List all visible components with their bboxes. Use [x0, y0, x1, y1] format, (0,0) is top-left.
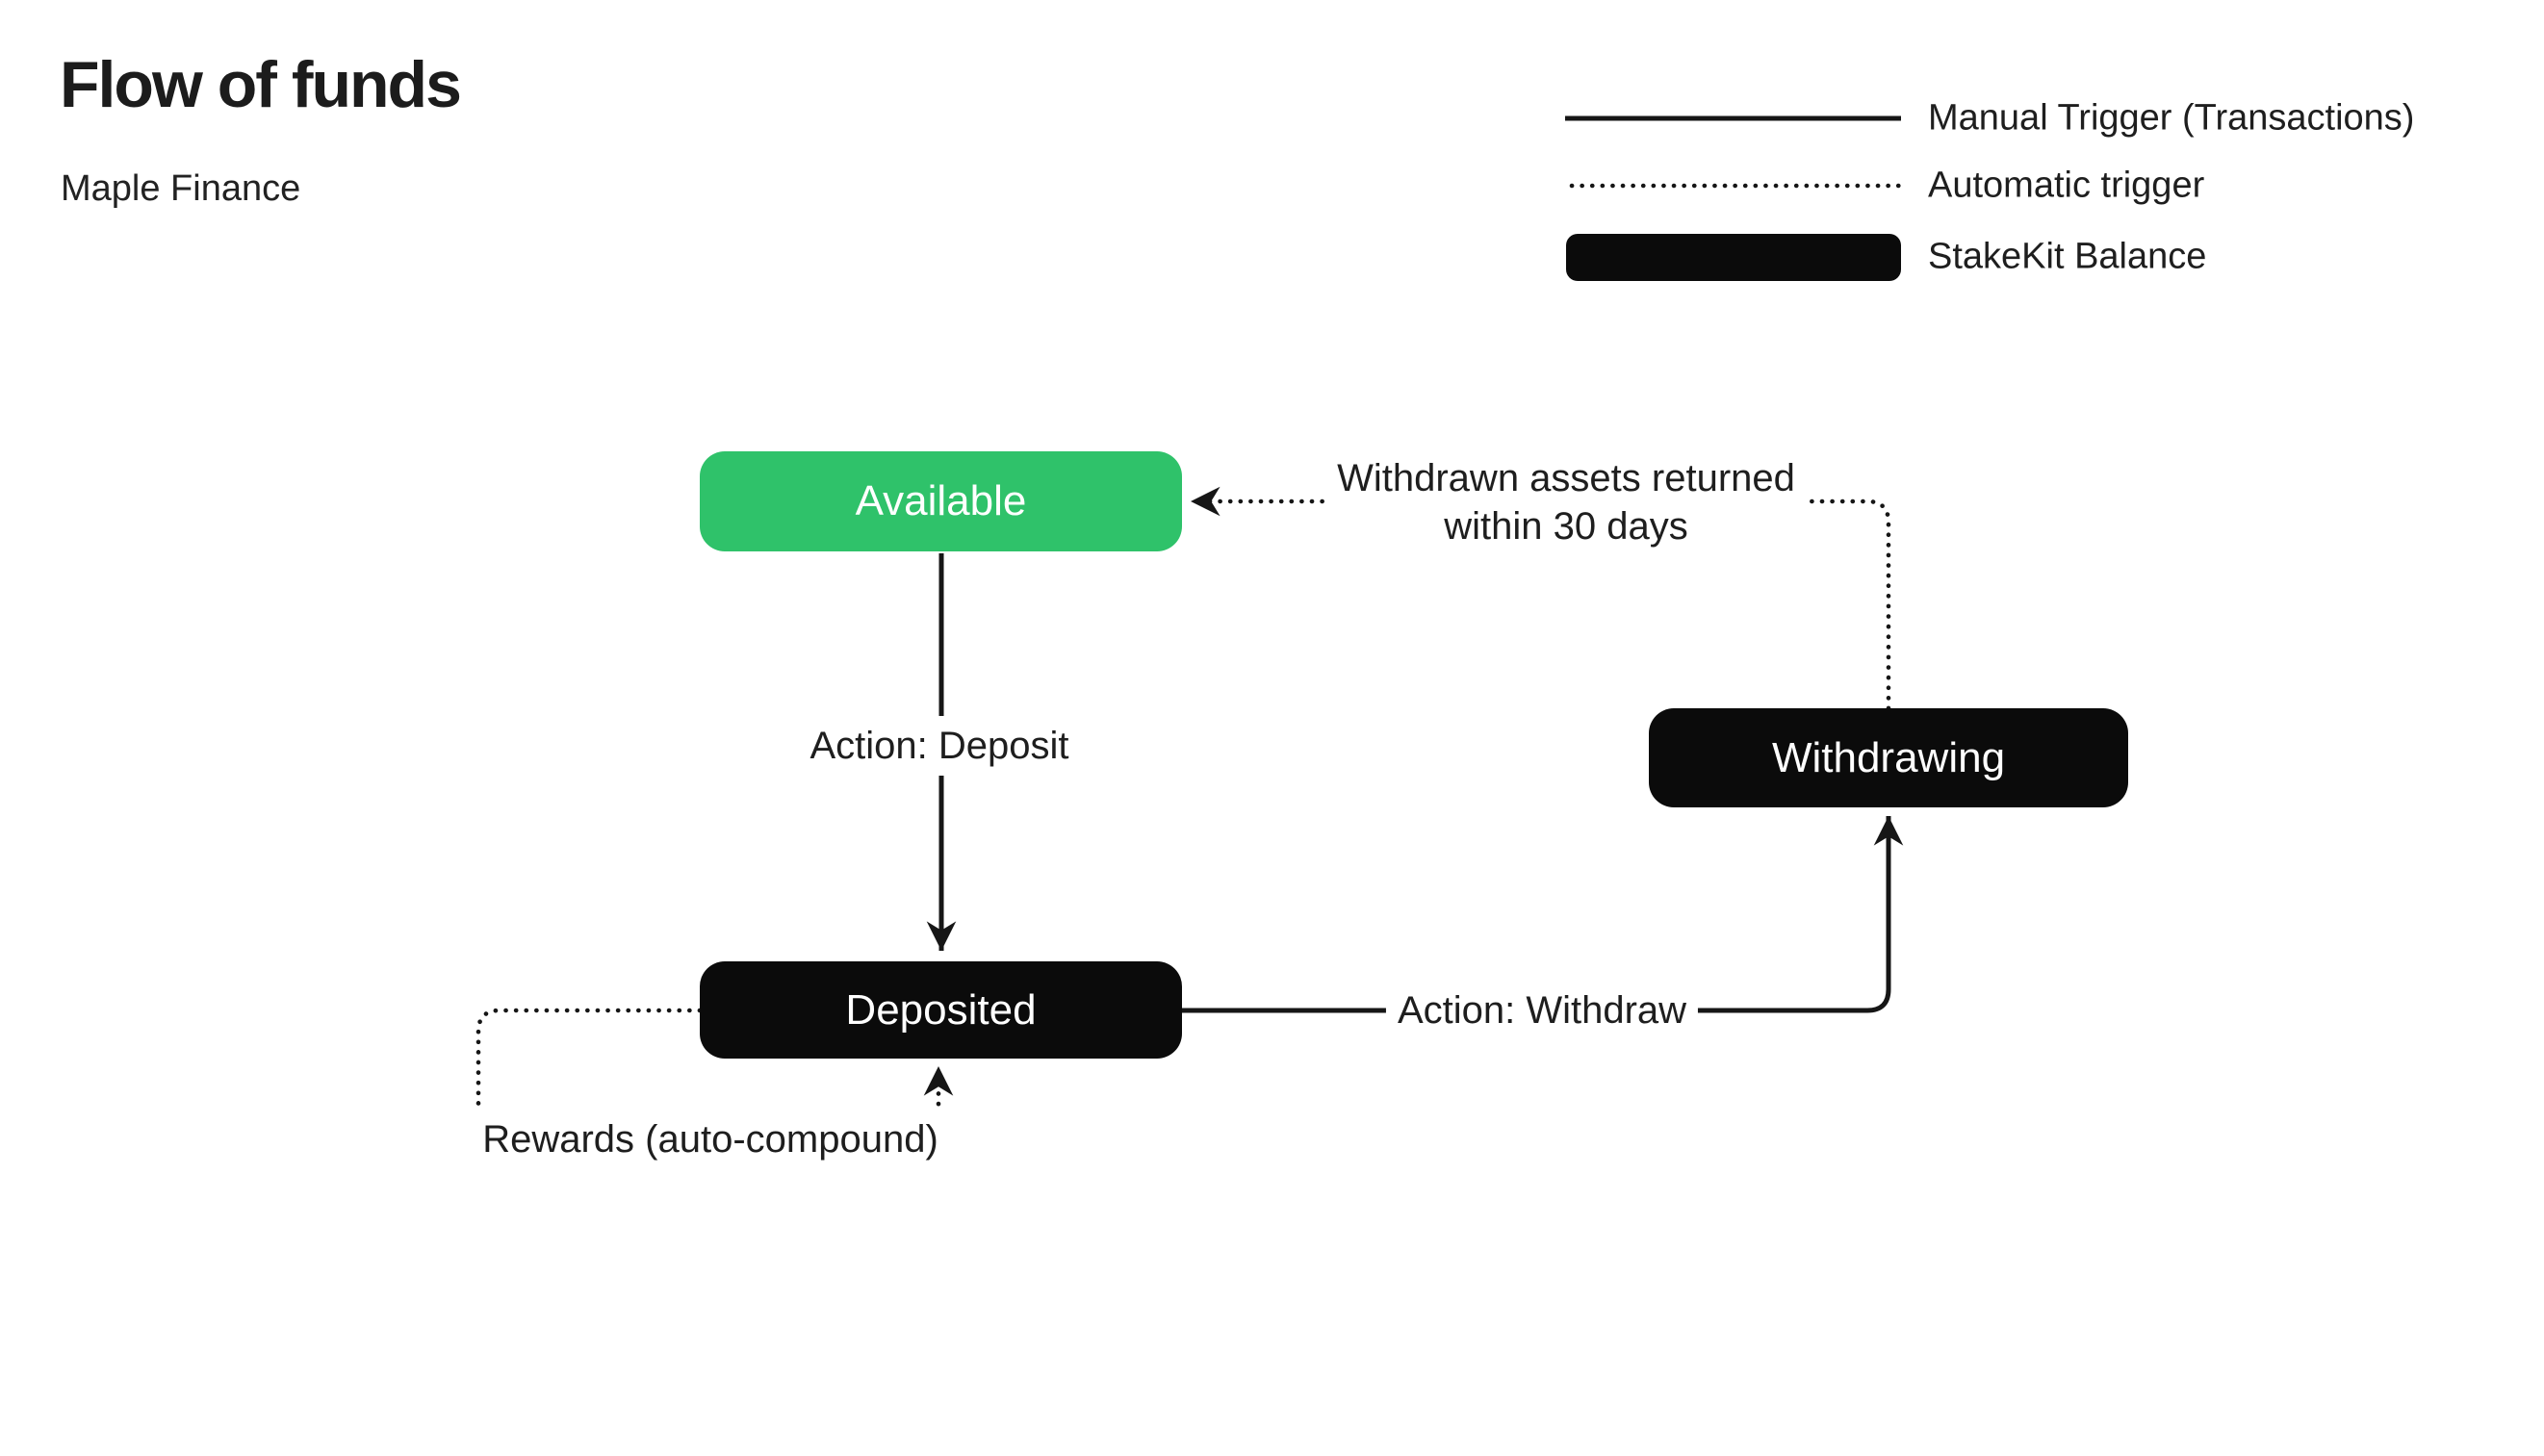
edge-rewards-line: [475, 1008, 954, 1155]
edge-return-label-line-1: Withdrawn assets returned: [1337, 457, 1795, 499]
legend-item-stakekit-balance: StakeKit Balance: [1928, 236, 2207, 277]
legend-item-automatic-trigger: Automatic trigger: [1928, 165, 2205, 206]
node-withdrawing: Withdrawing: [1649, 708, 2128, 807]
node-available: Available: [700, 451, 1182, 551]
node-available-label: Available: [855, 477, 1027, 524]
edge-rewards-label: Rewards (auto-compound): [471, 1110, 950, 1169]
edge-deposit-label: Action: Deposit: [798, 716, 1081, 776]
edge-return-line: [1188, 486, 1891, 711]
edge-withdraw-label: Action: Withdraw: [1385, 981, 1699, 1040]
legend-filled-pill-swatch: [1566, 234, 1901, 281]
node-deposited-label: Deposited: [845, 985, 1037, 1034]
node-deposited: Deposited: [700, 961, 1182, 1059]
edge-withdraw-line: [1182, 815, 1904, 1013]
legend-item-manual-trigger: Manual Trigger (Transactions): [1928, 97, 2415, 139]
page-title: Flow of funds: [60, 48, 462, 121]
page-subtitle: Maple Finance: [61, 168, 301, 209]
node-withdrawing-label: Withdrawing: [1771, 733, 2006, 781]
edge-return-label-line-2: within 30 days: [1444, 505, 1688, 548]
edge-return-label: Withdrawn assets returned within 30 days: [1325, 448, 1807, 556]
